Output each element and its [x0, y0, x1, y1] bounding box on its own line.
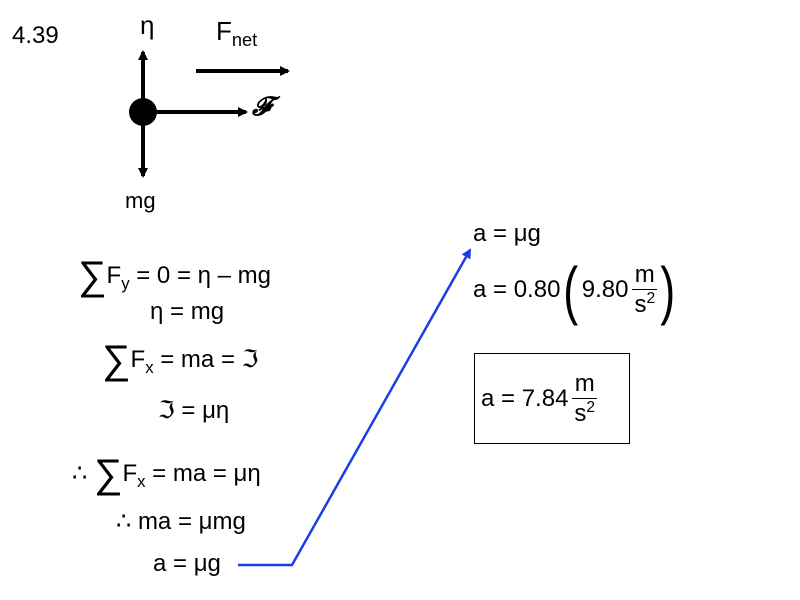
friction-equation: ℑ = μη [158, 397, 230, 424]
final-unit-denominator: s2 [572, 397, 598, 428]
left-paren: ( [563, 254, 579, 326]
weight-label: mg [125, 188, 156, 213]
unit-den-exp: 2 [646, 290, 656, 307]
therefore-sum-rhs: = ma = μη [145, 460, 261, 487]
mass-point [129, 98, 157, 126]
friction-force-label: 𝓕 [252, 92, 272, 121]
sum-y-rhs: = 0 = η – mg [129, 262, 271, 289]
subscript-y: y [121, 273, 130, 293]
unit-fraction: m s2 [632, 261, 658, 319]
final-unit-den-exp: 2 [586, 398, 596, 416]
force-symbol: F [106, 262, 122, 289]
final-unit-den-base: s [574, 399, 587, 427]
gravity-value: 9.80 [581, 276, 629, 303]
unit-denominator: s2 [632, 289, 658, 319]
therefore-ma: ∴ ma = μmg [116, 508, 246, 535]
normal-force-label: η [140, 10, 155, 40]
sum-forces-y: ∑Fy = 0 = η – mg [78, 256, 271, 296]
connector-arrow [238, 248, 472, 567]
net-force-label: Fnet [216, 16, 257, 51]
right-paren: ) [660, 254, 676, 326]
final-unit-fraction: m s2 [572, 369, 598, 428]
result-left: a = μg [153, 550, 221, 577]
final-unit-numerator: m [574, 369, 595, 397]
subscript-x: x [145, 357, 154, 377]
final-answer-box: a = 7.84 m s2 [474, 353, 630, 444]
substitution-prefix: a = 0.80 [473, 276, 561, 303]
therefore-sum-x: ∴ ∑Fx = ma = μη [72, 454, 261, 494]
therefore-symbol: ∴ [72, 460, 94, 487]
problem-number: 4.39 [12, 22, 59, 49]
sum-symbol: ∑ [102, 338, 131, 382]
unit-numerator: m [634, 261, 655, 288]
normal-equals-weight: η = mg [150, 298, 225, 325]
acceleration-formula: a = μg [473, 220, 541, 247]
force-symbol: F [122, 460, 138, 487]
sum-forces-x: ∑Fx = ma = ℑ [102, 340, 258, 380]
force-symbol: F [130, 346, 146, 373]
unit-den-base: s [634, 291, 647, 318]
acceleration-substitution: a = 0.80 ( 9.80 m s2 ) [473, 258, 678, 322]
final-answer-prefix: a = 7.84 [481, 384, 569, 412]
net-force-label-sub: net [231, 30, 258, 51]
sum-symbol: ∑ [93, 452, 123, 496]
subscript-x: x [137, 471, 146, 491]
sum-symbol: ∑ [78, 254, 107, 298]
sum-x-rhs: = ma = ℑ [153, 346, 259, 373]
net-force-label-base: F [216, 16, 232, 46]
